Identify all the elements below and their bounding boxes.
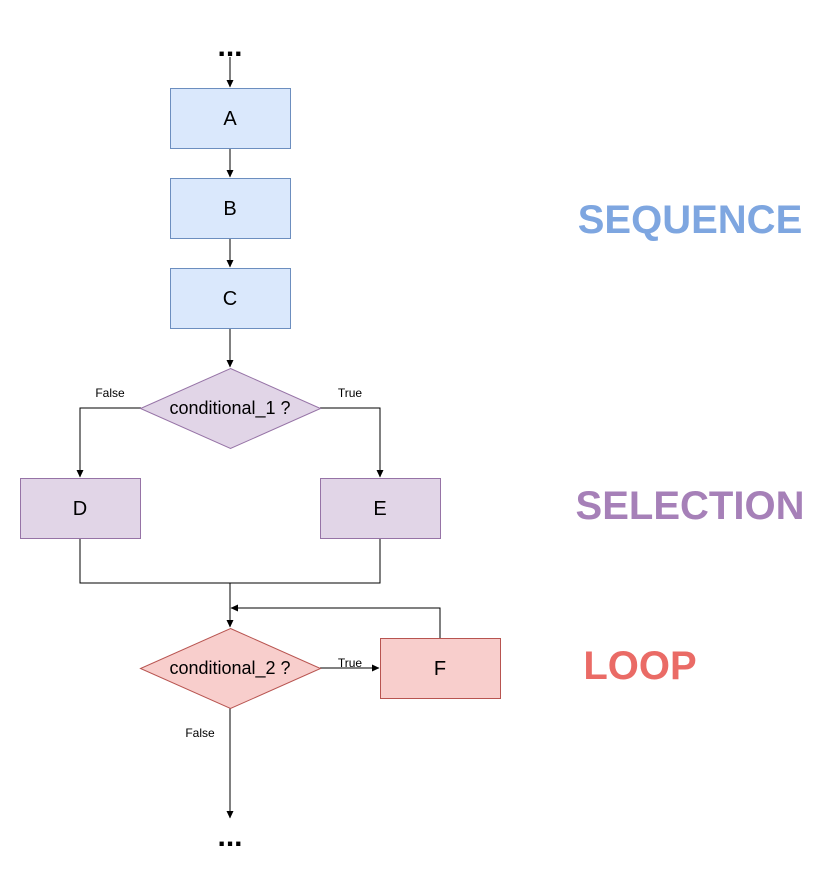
edge-label-cond2-true: True — [338, 656, 363, 670]
node-d-box — [20, 478, 141, 539]
node-c: C — [170, 268, 291, 329]
node-c-box — [170, 268, 291, 329]
node-d: D — [20, 478, 141, 539]
decision-conditional-2-label: conditional_2 ? — [169, 658, 290, 679]
node-b-box — [170, 178, 291, 239]
node-a-label: A — [223, 108, 237, 130]
decision-conditional-1: conditional_1 ? — [139, 367, 322, 450]
section-title-loop: LOOP — [583, 644, 696, 688]
arrow-f-loop-back — [230, 604, 441, 638]
node-a-box — [170, 88, 291, 149]
line-d-merge — [79, 538, 381, 584]
node-f-label: F — [434, 658, 446, 680]
edge-label-cond1-true: True — [338, 386, 363, 400]
node-f-box — [380, 638, 501, 699]
node-c-label: C — [223, 288, 237, 310]
node-e-label: E — [373, 498, 386, 520]
decision-conditional-1-shape — [139, 367, 322, 450]
node-b-label: B — [223, 198, 236, 220]
node-e-box — [320, 478, 441, 539]
node-f: F — [380, 638, 501, 699]
node-a: A — [170, 88, 291, 149]
connectors — [76, 57, 441, 819]
arrow-cond1-false-to-d — [76, 407, 141, 478]
section-title-selection: SELECTION — [576, 484, 805, 528]
decision-conditional-2-shape — [139, 627, 322, 710]
decision-conditional-2: conditional_2 ? — [139, 627, 322, 710]
node-b: B — [170, 178, 291, 239]
bottom-ellipsis: ... — [217, 820, 242, 853]
decision-conditional-1-label: conditional_1 ? — [169, 398, 290, 419]
edge-label-cond2-false: False — [185, 726, 215, 740]
node-d-label: D — [73, 498, 87, 520]
arrow-cond1-true-to-e — [320, 407, 384, 478]
edge-label-cond1-false: False — [95, 386, 125, 400]
node-e: E — [320, 478, 441, 539]
section-title-sequence: SEQUENCE — [578, 198, 803, 242]
top-ellipsis: ... — [217, 30, 242, 63]
